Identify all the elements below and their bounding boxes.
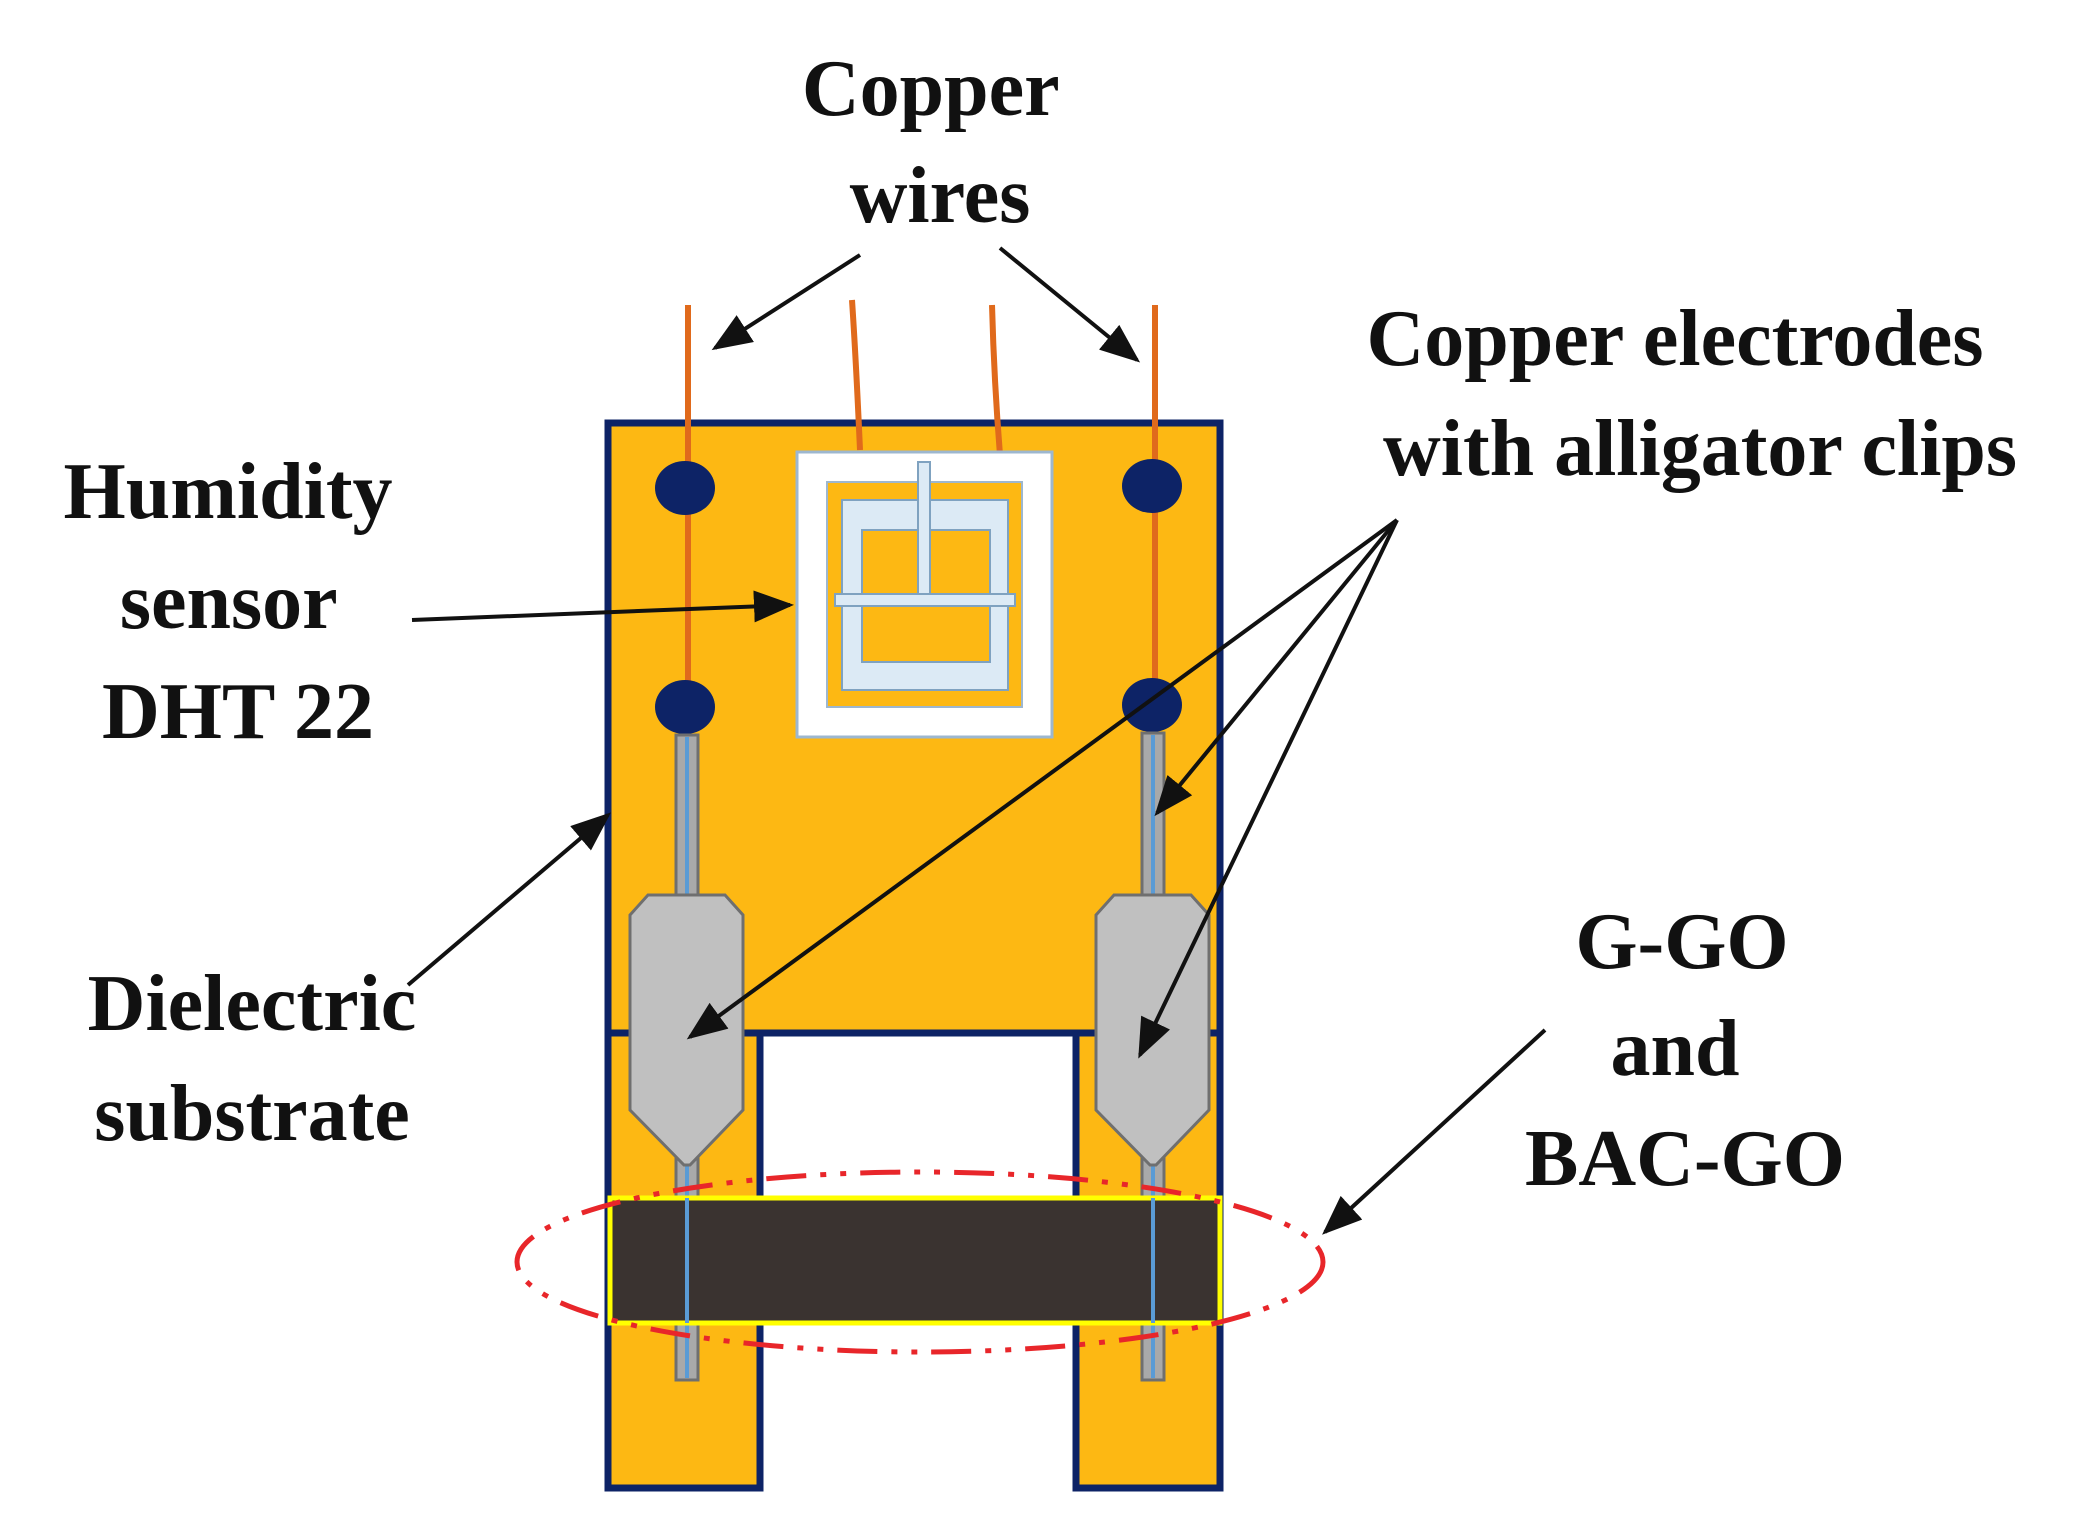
label-film-line-3: BAC-GO: [1525, 1115, 1845, 1203]
film-highlight-ellipse: [514, 1169, 1326, 1355]
copper-wire-center-right: [989, 304, 1003, 456]
label-copper-electrodes-line-2: with alligator clips: [1383, 405, 2017, 493]
label-dielectric-substrate-line-2: substrate: [94, 1070, 410, 1158]
label-copper-wires: Copper wires: [802, 45, 1078, 240]
label-humidity-sensor: Humidity sensor DHT 22: [64, 448, 413, 756]
solder-dot-top-left: [655, 461, 715, 515]
label-humidity-sensor-line-3: DHT 22: [102, 668, 374, 756]
label-copper-wires-line-2: wires: [850, 152, 1031, 240]
label-film: G-GO and BAC-GO: [1525, 898, 1845, 1203]
arrow-dielectric-substrate: [406, 812, 612, 987]
arrow-humidity-sensor: [411, 590, 794, 623]
arrow-electrode-left-clip: [686, 518, 1399, 1040]
arrow-electrode-right-strip: [1154, 518, 1399, 817]
sensor-vertical-bar: [917, 461, 931, 605]
sensor-horizontal-bar: [834, 593, 1016, 607]
label-film-line-1: G-GO: [1575, 898, 1788, 986]
label-humidity-sensor-line-2: sensor: [120, 558, 336, 646]
arrow-electrode-right-clip: [1138, 519, 1399, 1059]
label-copper-electrodes-line-1: Copper electrodes: [1367, 295, 1984, 383]
humidity-sensor-dht22: [795, 450, 1054, 739]
label-humidity-sensor-line-1: Humidity: [64, 448, 393, 536]
solder-dot-top-right: [1122, 459, 1182, 513]
arrow-wires-left: [711, 253, 862, 351]
label-copper-electrodes: Copper electrodes with alligator clips: [1367, 295, 2018, 493]
label-copper-wires-line-1: Copper: [802, 45, 1058, 133]
solder-dots: [655, 459, 1182, 734]
arrow-film: [1322, 1028, 1547, 1235]
sensing-film: [607, 1195, 1223, 1326]
alligator-clip-left: [628, 893, 745, 1167]
label-film-line-2: and: [1611, 1005, 1740, 1093]
arrow-wires-right: [998, 246, 1141, 363]
solder-dot-bottom-right: [1122, 678, 1182, 732]
label-dielectric-substrate-line-1: Dielectric: [88, 960, 417, 1048]
solder-dot-bottom-left: [655, 680, 715, 734]
callout-arrows: [406, 246, 1547, 1235]
copper-wire-center-left: [849, 299, 863, 451]
label-dielectric-substrate: Dielectric substrate: [88, 960, 437, 1158]
